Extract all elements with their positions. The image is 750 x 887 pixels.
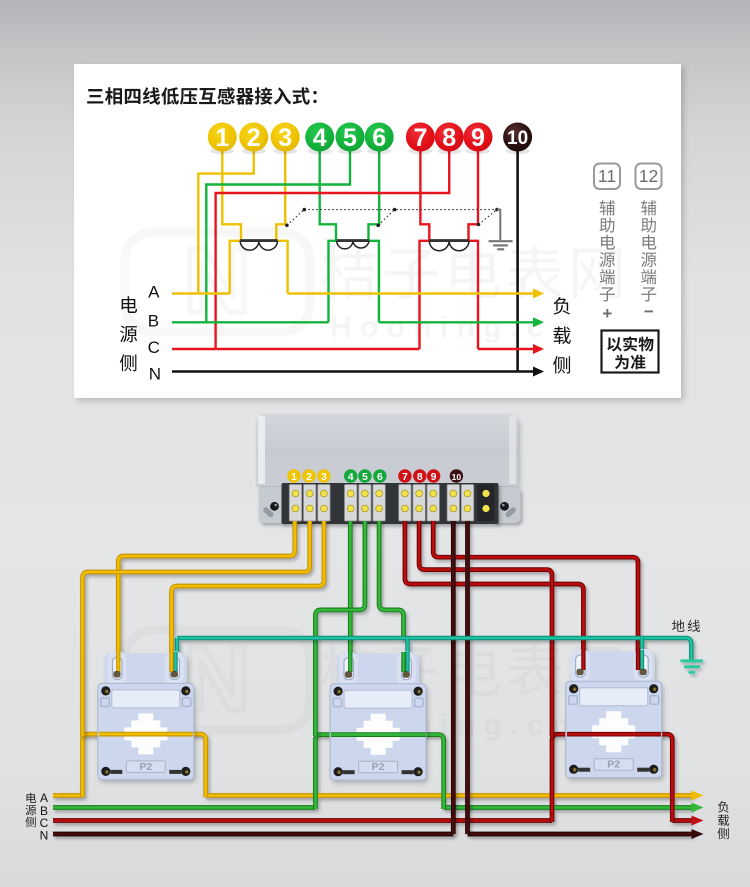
svg-text:4: 4 — [348, 471, 354, 483]
svg-text:P2: P2 — [372, 761, 385, 773]
svg-text:7: 7 — [413, 124, 427, 152]
svg-text:A: A — [40, 791, 48, 805]
svg-text:9: 9 — [431, 471, 437, 483]
svg-text:8: 8 — [442, 124, 456, 152]
svg-text:−: − — [644, 302, 654, 321]
svg-text:7: 7 — [402, 471, 408, 483]
svg-text:P2: P2 — [607, 759, 620, 771]
svg-text:6: 6 — [372, 124, 386, 152]
svg-text:1: 1 — [291, 471, 297, 483]
svg-text:B: B — [148, 311, 159, 330]
svg-text:8: 8 — [417, 471, 423, 483]
svg-text:H o o n i n g . c n: H o o n i n g . c n — [330, 311, 570, 344]
svg-text:B: B — [40, 804, 48, 818]
svg-text:3: 3 — [321, 471, 327, 483]
svg-text:A: A — [148, 282, 160, 301]
svg-text:N: N — [149, 365, 161, 384]
svg-text:2: 2 — [306, 471, 312, 483]
svg-text:11: 11 — [598, 166, 616, 186]
svg-text:2: 2 — [247, 124, 261, 152]
svg-text:N: N — [184, 230, 250, 332]
svg-text:5: 5 — [362, 471, 368, 483]
svg-text:C: C — [148, 338, 160, 357]
svg-text:12: 12 — [639, 166, 658, 186]
svg-text:P2: P2 — [139, 761, 152, 773]
svg-text:9: 9 — [471, 124, 485, 152]
svg-text:5: 5 — [343, 124, 357, 152]
svg-text:4: 4 — [313, 124, 327, 152]
svg-text:C: C — [40, 816, 49, 830]
svg-text:10: 10 — [507, 128, 528, 149]
svg-text:N: N — [40, 828, 49, 842]
svg-text:3: 3 — [278, 124, 292, 152]
svg-text:+: + — [602, 304, 612, 323]
svg-text:1: 1 — [215, 124, 229, 152]
svg-text:6: 6 — [377, 471, 383, 483]
svg-text:10: 10 — [452, 472, 462, 482]
